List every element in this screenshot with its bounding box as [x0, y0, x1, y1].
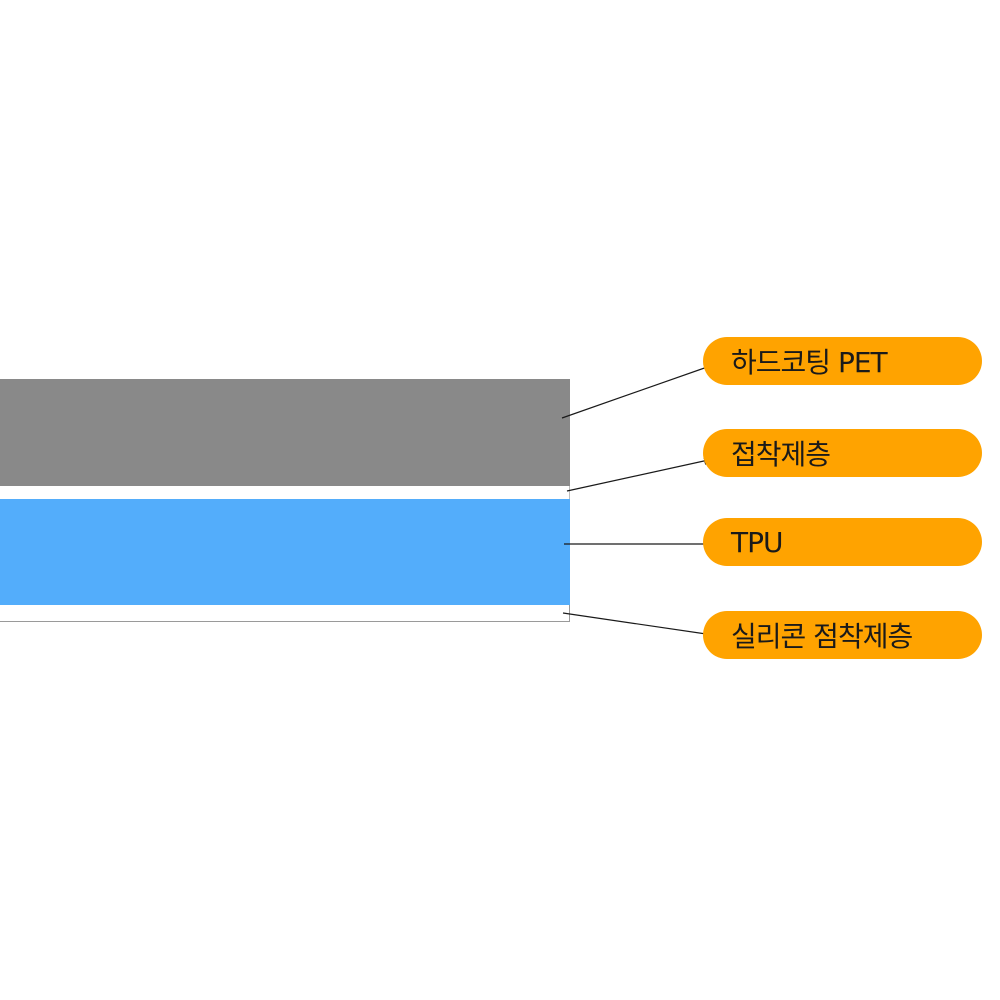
label-text: TPU	[731, 525, 783, 559]
label-tpu: TPU	[703, 518, 982, 566]
label-text: 실리콘 점착제층	[731, 620, 913, 653]
hard-coating-pet-layer	[0, 379, 570, 486]
arrow-pet	[561, 364, 714, 419]
adhesive-layer	[0, 486, 570, 499]
label-adhesive: 접착제층	[703, 429, 982, 477]
label-silicone-adhesive: 실리콘 점착제층	[703, 611, 982, 659]
silicone-adhesive-layer	[0, 605, 570, 622]
arrow-adhesive	[566, 457, 714, 492]
label-text: 하드코팅 PET	[731, 346, 888, 379]
tpu-layer	[0, 499, 570, 605]
label-text: 접착제층	[731, 438, 831, 471]
label-hard-coating-pet: 하드코팅 PET	[703, 337, 982, 385]
arrow-silicone	[562, 612, 714, 638]
